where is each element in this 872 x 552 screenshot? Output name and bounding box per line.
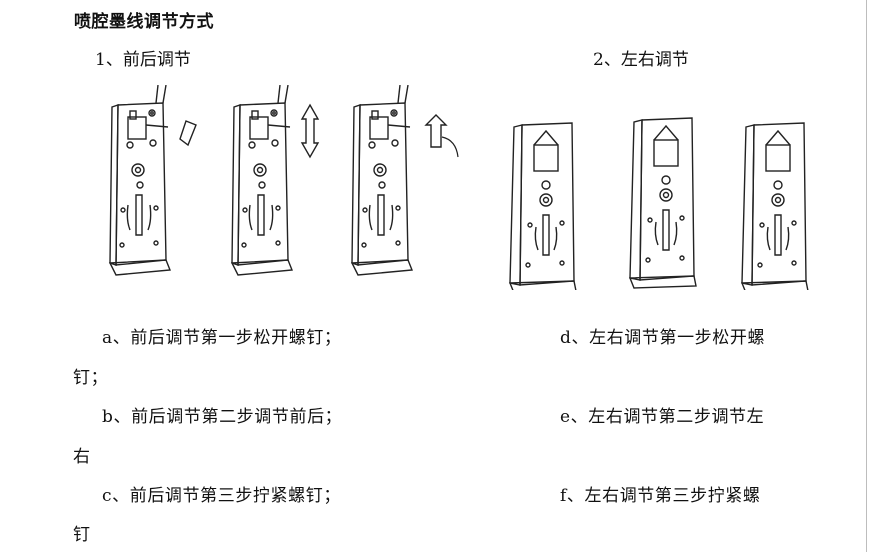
- step-c-text: c、前后调节第三步拧紧螺钉；: [102, 486, 341, 506]
- section-heading-left-right: 2、左右调节: [593, 50, 689, 70]
- step-d-continuation: 钉；: [73, 368, 109, 388]
- document-title: 喷腔墨线调节方式: [74, 12, 214, 32]
- left-right-step-d: [509, 122, 577, 290]
- step-e-continuation: 右: [73, 447, 91, 467]
- front-back-adjustment-illustration: [109, 85, 459, 276]
- front-back-step-b: [231, 85, 320, 276]
- front-back-step-c: [351, 85, 459, 276]
- step-b-text: b、前后调节第二步调节前后；: [102, 407, 343, 427]
- step-a-text: a、前后调节第一步松开螺钉；: [102, 328, 342, 348]
- left-right-step-e: [629, 117, 697, 289]
- step-f-text: f、左右调节第三步拧紧螺: [560, 486, 761, 506]
- left-right-step-f: [741, 122, 809, 290]
- front-back-step-a: [109, 85, 197, 276]
- page-border: [866, 0, 867, 552]
- step-d-text: d、左右调节第一步松开螺: [560, 328, 766, 348]
- section-heading-front-back: 1、前后调节: [95, 50, 191, 70]
- left-right-adjustment-illustration: [509, 117, 809, 290]
- step-f-continuation: 钉: [73, 525, 91, 545]
- step-e-text: e、左右调节第二步调节左: [560, 407, 765, 427]
